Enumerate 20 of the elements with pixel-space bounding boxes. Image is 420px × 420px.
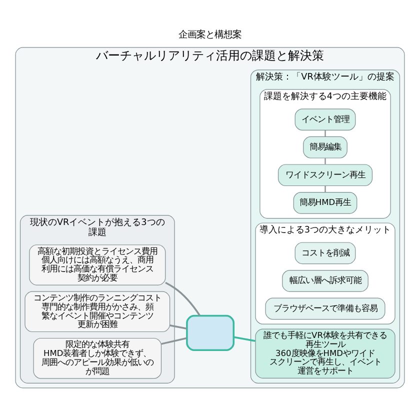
diagram-title: 企画案と構想案 bbox=[178, 29, 242, 40]
node-box: 誰でも手軽にVR体験を共有できる再生ツール 360度映像をHMDやワイドスクリーンで再生し、イベント運営をサポート bbox=[255, 328, 396, 378]
connector bbox=[170, 324, 187, 330]
node-box: 幅広い層へ訴求可能 bbox=[282, 270, 368, 292]
connector bbox=[234, 336, 256, 342]
node-box bbox=[186, 314, 235, 351]
node-box: 簡易HMD再生 bbox=[293, 192, 358, 214]
connector bbox=[161, 337, 187, 345]
node-box: コストを削減 bbox=[294, 242, 356, 264]
node-box: 限定的な体験共有 HMD装着者しか体験できず、周囲へのアピール効果が低いのが問題 bbox=[33, 338, 162, 379]
connector bbox=[324, 158, 326, 164]
node-box: ブラウザベースで準備も容易 bbox=[265, 298, 386, 320]
node-box: ワイドスクリーン再生 bbox=[278, 164, 373, 186]
connector bbox=[324, 130, 326, 136]
node-box: 高額な初期投資とライセンス費用 個人向けには高額なうえ、商用利用には高価な有償ライセンス契約が必要 bbox=[29, 244, 166, 286]
connector bbox=[324, 186, 326, 192]
connector bbox=[165, 282, 201, 316]
node-box: イベント管理 bbox=[294, 108, 356, 130]
node-box: コンテンツ制作のランニングコスト 専門的な制作費用がかさみ、頻繁なイベント開催やコンテンツ更新が困難 bbox=[24, 291, 170, 332]
node-box: 簡易編集 bbox=[303, 136, 348, 158]
